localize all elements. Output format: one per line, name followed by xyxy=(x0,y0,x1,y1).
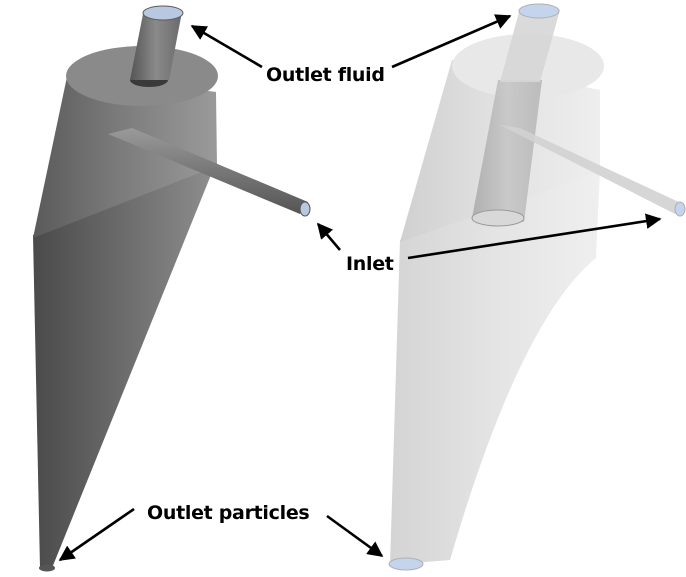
label-outlet-particles: Outlet particles xyxy=(147,502,309,524)
transparent-vortex-bottom xyxy=(471,209,525,227)
solid-inlet-pipe xyxy=(108,128,308,214)
transparent-inlet-port xyxy=(674,201,686,217)
transparent-cone xyxy=(390,170,600,565)
transparent-outlet-pipe xyxy=(500,10,560,82)
transparent-outlet-particles-port xyxy=(388,557,424,571)
arrow-outlet-fluid-left xyxy=(190,24,263,69)
solid-cylinder xyxy=(33,72,217,238)
transparent-outlet-fluid-port xyxy=(518,3,560,19)
solid-cone xyxy=(33,165,215,570)
solid-inlet-port xyxy=(299,201,311,217)
transparent-vortex-finder xyxy=(472,80,542,222)
arrow-inlet-left xyxy=(316,222,341,251)
solid-outlet-fluid-port xyxy=(142,5,184,21)
arrow-outlet-particles-right xyxy=(326,514,384,558)
arrow-inlet-right xyxy=(407,213,662,260)
arrow-outlet-particles-left xyxy=(58,507,135,562)
solid-outlet-particles-port xyxy=(39,564,55,572)
callout-arrows xyxy=(58,14,662,562)
transparent-cyclone xyxy=(388,3,686,571)
label-inlet: Inlet xyxy=(346,253,394,275)
arrow-outlet-fluid-right xyxy=(391,14,512,69)
solid-cyclone xyxy=(33,5,311,572)
label-outlet-fluid: Outlet fluid xyxy=(266,64,385,86)
transparent-inlet-pipe xyxy=(500,125,683,214)
solid-outlet-pipe xyxy=(130,12,182,80)
